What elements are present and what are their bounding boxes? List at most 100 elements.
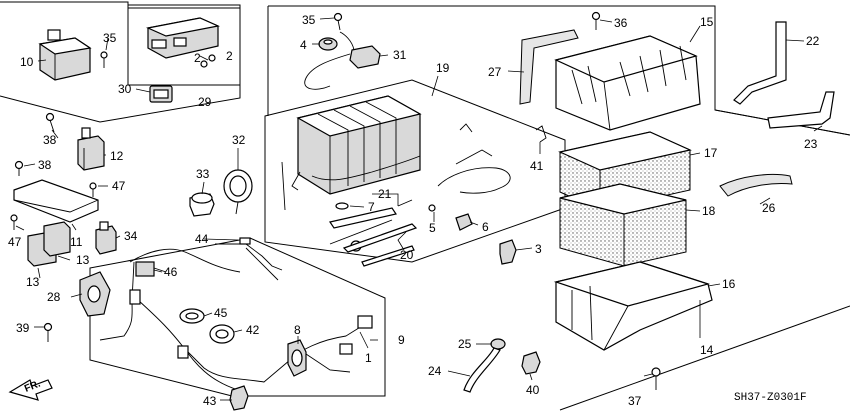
label-part-45: 45 <box>214 306 228 320</box>
part-24-drain-hose <box>463 347 501 393</box>
part-3-clip <box>499 239 517 265</box>
label-part-37: 37 <box>628 394 642 408</box>
part-32-sensor-clip <box>223 169 253 215</box>
part-40-grommet <box>521 351 541 375</box>
label-part-47-a: 47 <box>112 179 126 193</box>
harness-box <box>89 237 386 397</box>
part-44-sub-harness <box>215 237 283 281</box>
part-41-clip <box>535 125 547 143</box>
label-part-47-b: 47 <box>8 235 22 249</box>
part-16-lower-case <box>553 261 713 351</box>
label-part-16: 16 <box>722 277 736 291</box>
label-part-21: 21 <box>378 187 392 201</box>
part-22-bracket <box>733 21 787 105</box>
part-29-switch <box>146 17 220 68</box>
part-28-holder <box>79 271 111 317</box>
part-38-bolt-b <box>14 160 24 176</box>
part-43-sensor <box>229 385 249 411</box>
part-4-grommet <box>318 37 338 51</box>
part-33-grommet <box>189 192 215 217</box>
part-10-relay <box>38 29 92 81</box>
label-part-19: 19 <box>436 61 450 75</box>
label-part-13-a: 13 <box>76 253 90 267</box>
label-part-28: 28 <box>47 290 61 304</box>
part-23-bracket <box>767 91 835 129</box>
part-35-screw-left <box>100 51 108 68</box>
label-part-35-a: 35 <box>103 31 117 45</box>
label-part-3: 3 <box>535 242 542 256</box>
part-19-evaporator <box>296 95 422 195</box>
label-part-2-a: 2 <box>194 51 201 65</box>
label-part-36: 36 <box>614 16 628 30</box>
label-part-44: 44 <box>195 232 209 246</box>
label-part-43: 43 <box>203 394 217 408</box>
part-20-pipe <box>342 223 418 267</box>
label-part-17: 17 <box>704 146 718 160</box>
label-part-42: 42 <box>246 323 260 337</box>
part-labels: 10 35 2 2 30 29 38 12 38 47 47 11 34 13 … <box>8 13 820 408</box>
part-31-thermostat <box>304 31 381 90</box>
label-part-23: 23 <box>804 137 818 151</box>
part-8-connector <box>287 339 307 377</box>
label-part-26: 26 <box>762 201 776 215</box>
part-47-screw-b <box>10 214 18 230</box>
part-13-relay-b <box>43 221 71 257</box>
part-47-screw-a <box>89 182 97 197</box>
part-25-grommet <box>490 338 506 350</box>
part-15-upper-case <box>554 35 701 131</box>
label-part-38-b: 38 <box>38 158 52 172</box>
label-part-4: 4 <box>300 38 307 52</box>
label-part-7: 7 <box>368 200 375 214</box>
label-part-39: 39 <box>16 321 30 335</box>
label-part-34: 34 <box>124 229 138 243</box>
label-part-31: 31 <box>393 48 407 62</box>
label-part-6: 6 <box>482 220 489 234</box>
label-part-27: 27 <box>488 65 502 79</box>
label-part-41: 41 <box>530 159 544 173</box>
part-34-relay <box>95 221 117 255</box>
part-6-fitting <box>455 213 473 231</box>
part-39-screw <box>43 322 53 342</box>
part-35-screw-upper <box>333 12 343 31</box>
part-18-middle-case <box>559 183 687 267</box>
label-part-1: 1 <box>365 351 372 365</box>
part-36-screw <box>591 11 601 30</box>
label-part-25: 25 <box>458 337 472 351</box>
diagram-code: SH37-Z0301F <box>734 392 807 404</box>
part-37-screw <box>651 367 661 390</box>
label-part-18: 18 <box>702 204 716 218</box>
label-part-33: 33 <box>196 167 210 181</box>
part-27-seal <box>519 29 579 105</box>
label-part-20: 20 <box>400 248 414 262</box>
part-tube-lower <box>281 161 301 211</box>
front-direction-arrow <box>8 379 53 401</box>
label-part-14: 14 <box>700 343 714 357</box>
label-part-13-b: 13 <box>26 275 40 289</box>
inset-box-29 <box>127 4 241 86</box>
part-5-fitting <box>428 204 436 212</box>
leader-lines <box>15 17 823 401</box>
label-part-8: 8 <box>294 323 301 337</box>
part-11-bracket <box>13 179 99 223</box>
part-12-relay <box>77 127 105 171</box>
label-part-29: 29 <box>198 95 212 109</box>
part-38-bolt-a <box>45 112 55 133</box>
label-part-15: 15 <box>700 15 714 29</box>
label-part-12: 12 <box>110 149 124 163</box>
label-part-46: 46 <box>164 265 178 279</box>
label-part-11: 11 <box>70 235 83 249</box>
part-42-clamp <box>209 324 235 344</box>
part-46-connector <box>135 261 167 277</box>
label-part-2-b: 2 <box>226 49 233 63</box>
label-part-32: 32 <box>232 133 246 147</box>
label-part-5: 5 <box>429 221 436 235</box>
label-part-10: 10 <box>20 55 34 69</box>
label-part-40: 40 <box>526 383 540 397</box>
label-part-35-b: 35 <box>302 13 316 27</box>
part-capillary-tube <box>437 123 511 194</box>
label-part-38-a: 38 <box>43 133 57 147</box>
label-part-22: 22 <box>806 34 820 48</box>
